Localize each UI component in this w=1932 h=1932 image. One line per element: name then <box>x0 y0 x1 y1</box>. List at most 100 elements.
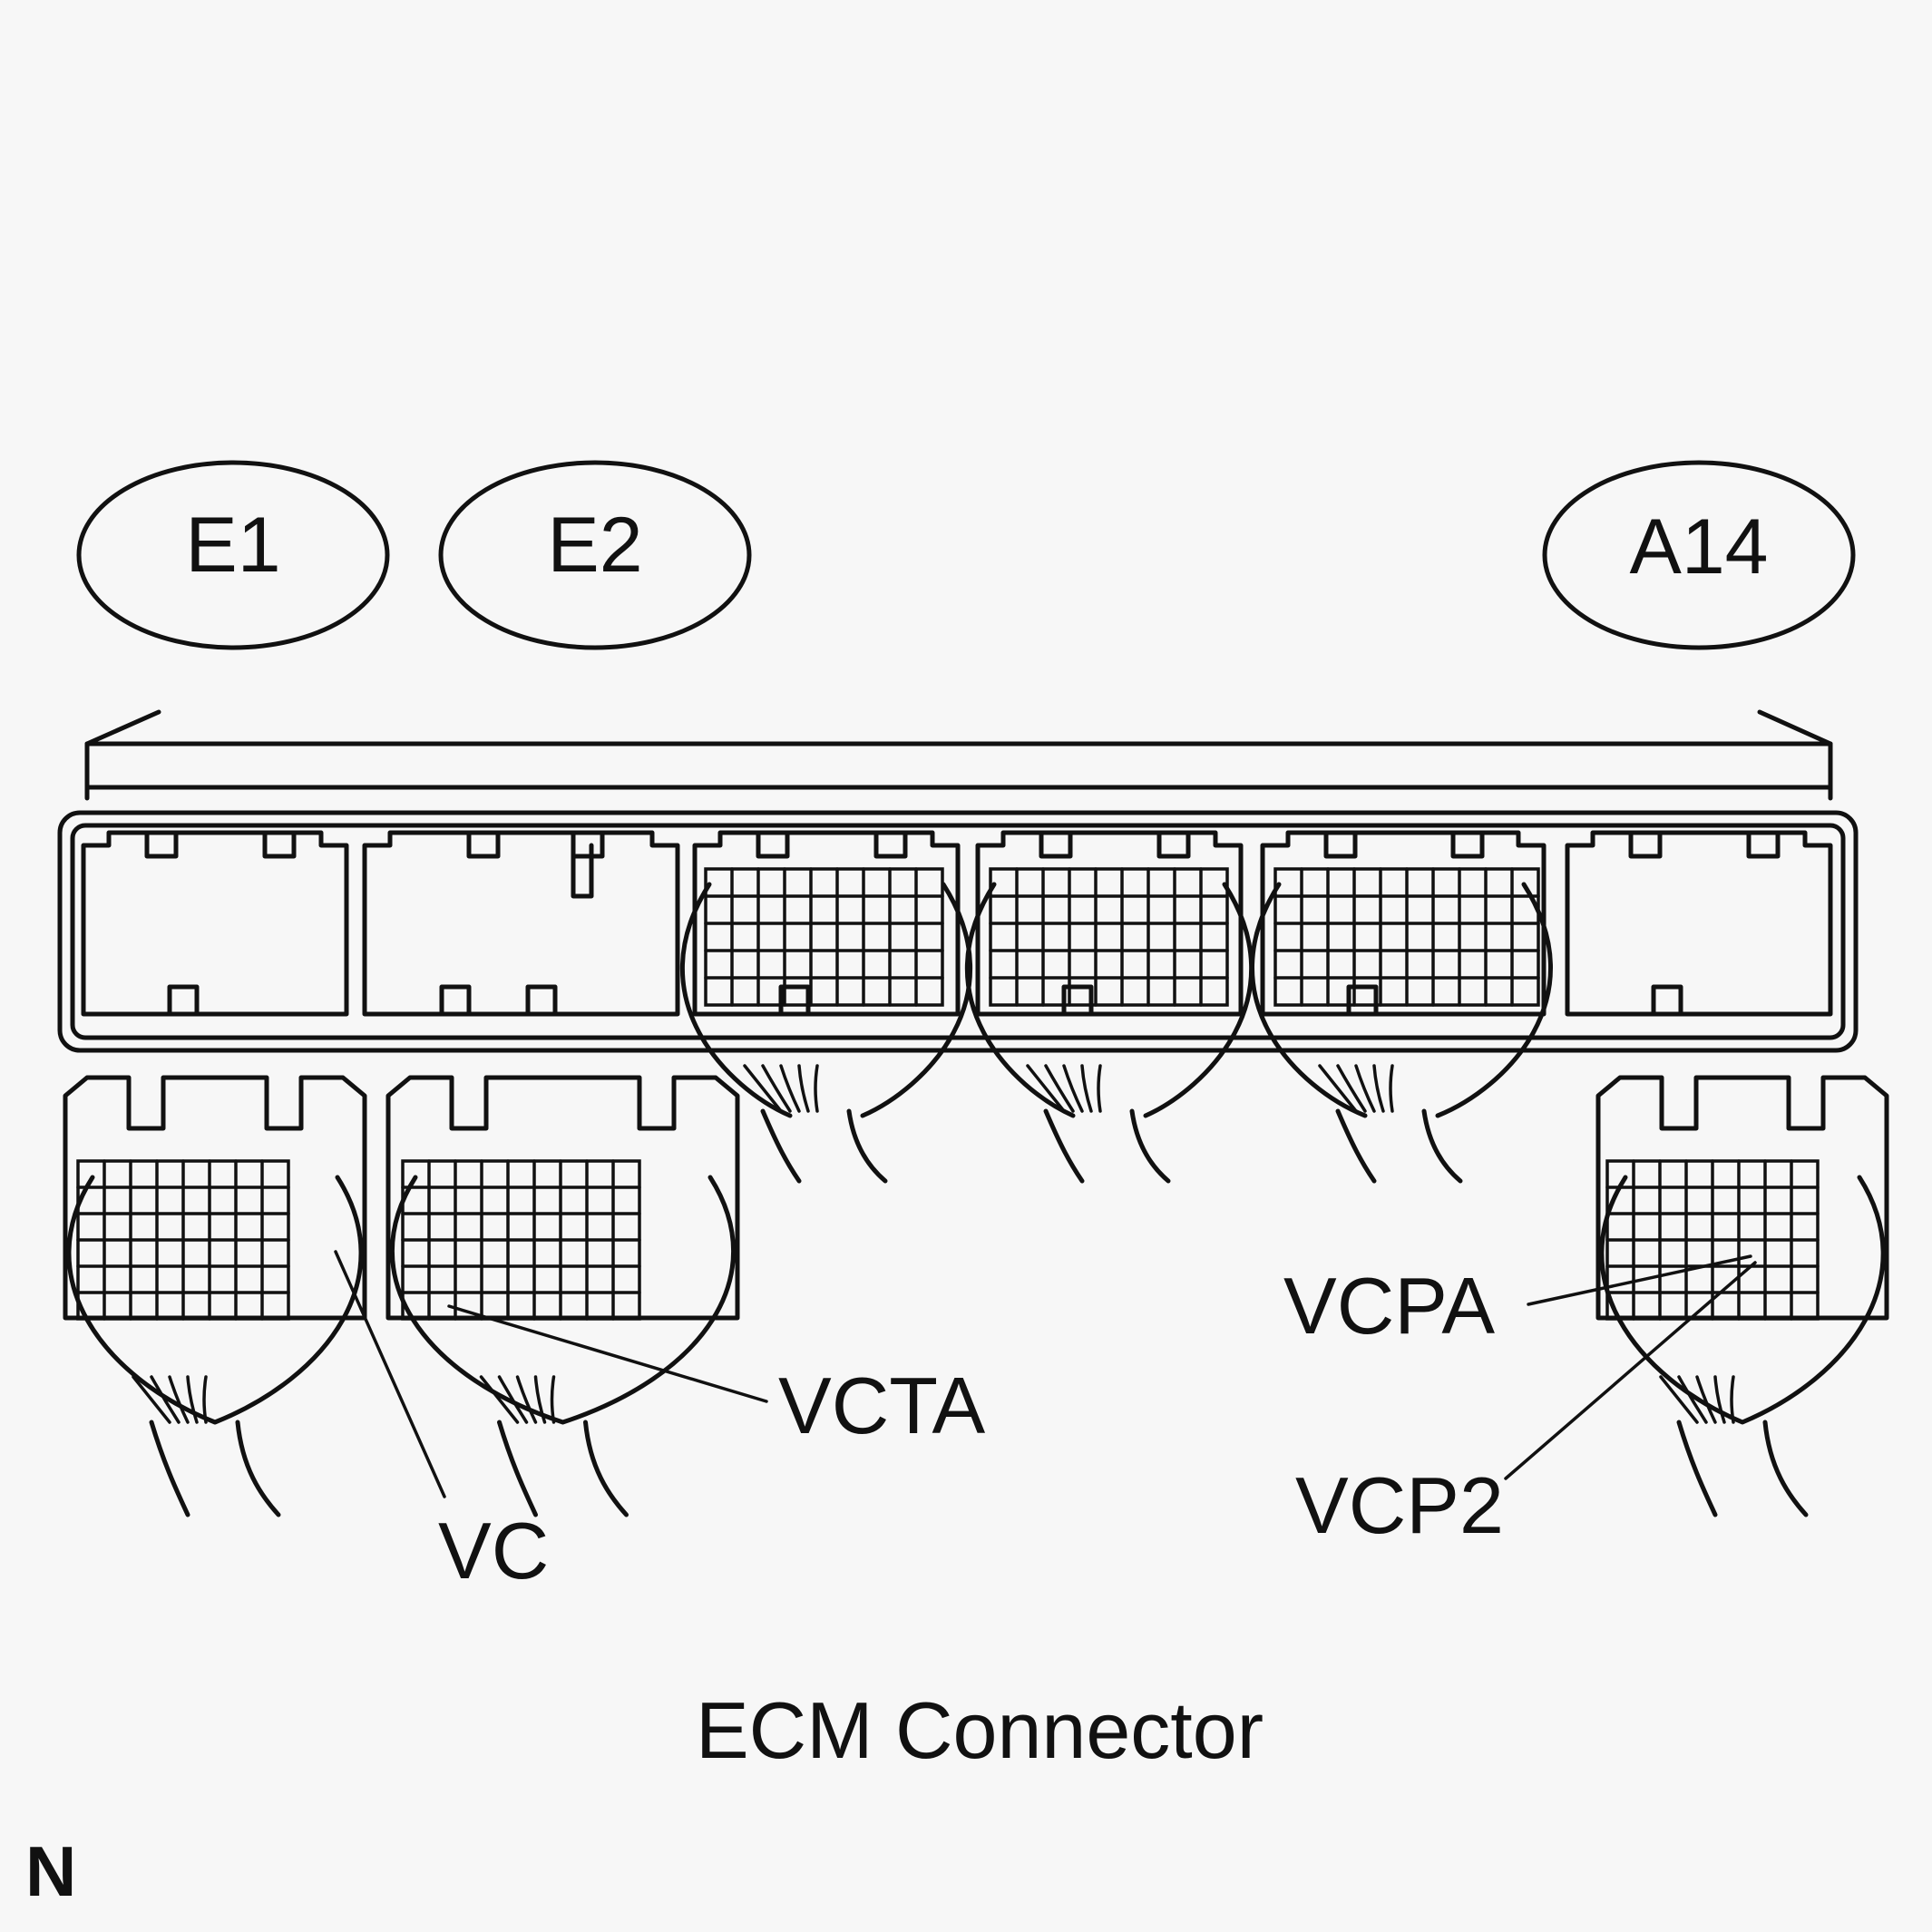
harness-wire <box>1044 1064 1075 1113</box>
harness-wire <box>497 1420 538 1517</box>
connector-id-e1: E1 <box>76 460 390 650</box>
terminal-grid <box>76 1159 290 1321</box>
harness-wire <box>814 1064 819 1113</box>
terminal-grid-frame <box>704 867 944 1007</box>
connector-id-a14-label: A14 <box>1629 503 1768 590</box>
harness-plug-a14 <box>1595 1075 1889 1517</box>
harness-wire <box>1730 1375 1735 1424</box>
header-socket-outline <box>81 830 349 1017</box>
harness-wire <box>132 1375 171 1424</box>
harness-wire <box>202 1375 208 1424</box>
socket-key <box>1061 984 1094 1017</box>
harness-wire <box>1336 1064 1367 1113</box>
leader-vcpa <box>1527 1254 1752 1306</box>
terminal-grid <box>989 867 1229 1007</box>
terminal-grid <box>704 867 944 1007</box>
socket-key <box>1346 984 1379 1017</box>
socket-key <box>756 830 790 859</box>
plug-body <box>1595 1075 1889 1321</box>
socket-key <box>1039 830 1073 859</box>
harness-wire <box>1026 1064 1066 1113</box>
harness-wire <box>1354 1064 1376 1113</box>
harness-plug-e2 <box>385 1075 740 1517</box>
harness-wire <box>497 1375 529 1424</box>
socket-key <box>1323 830 1358 859</box>
socket-key <box>1651 984 1683 1017</box>
plug-lever <box>964 882 1254 1118</box>
harness-wire <box>779 1064 801 1113</box>
pin-label-vcta: VCTA <box>778 1361 985 1450</box>
connector-id-e2-label: E2 <box>547 502 642 589</box>
corner-mark: N <box>25 1831 76 1911</box>
plug-lever <box>1599 1175 1886 1425</box>
pin-label-vcp2: VCP2 <box>1295 1460 1504 1550</box>
socket-key <box>1628 830 1663 859</box>
harness-wire <box>761 1064 792 1113</box>
harness-wire <box>1080 1064 1093 1113</box>
harness-wire <box>1318 1064 1358 1113</box>
harness-wire <box>550 1375 556 1424</box>
connector-id-a14: A14 <box>1542 460 1856 650</box>
harness-wire <box>168 1375 190 1424</box>
pin-label-vcpa: VCPA <box>1283 1261 1495 1351</box>
leader-lines <box>334 1250 1757 1498</box>
socket-key <box>873 830 908 859</box>
connector-id-e2: E2 <box>438 460 752 650</box>
leader-vcta <box>447 1304 768 1403</box>
plug-lever <box>389 1175 737 1425</box>
harness-wire <box>1713 1375 1726 1424</box>
harness-wire <box>583 1420 629 1517</box>
header-socket-outline <box>975 830 1244 1017</box>
terminal-grid <box>401 1159 641 1321</box>
terminal-grid <box>1273 867 1540 1007</box>
harness-wire <box>1676 1420 1718 1517</box>
harness-wire <box>1659 1375 1699 1424</box>
socket-key <box>439 984 472 1017</box>
socket-key <box>466 830 501 859</box>
plug-lever <box>66 1175 364 1425</box>
harness-wire <box>1097 1064 1102 1113</box>
harness-wire <box>1043 1108 1085 1184</box>
socket-key <box>525 984 558 1017</box>
harness-wire <box>1695 1375 1717 1424</box>
plug-lever <box>1250 882 1553 1118</box>
leader-vcp2 <box>1504 1261 1757 1480</box>
harness-wire <box>797 1064 810 1113</box>
header-socket-outline <box>362 830 680 1017</box>
terminal-grid-frame <box>989 867 1229 1007</box>
socket-key <box>1450 830 1485 859</box>
plug-body <box>385 1075 740 1321</box>
header-socket-outline <box>1565 830 1833 1017</box>
harness-wire <box>743 1064 783 1113</box>
socket-key <box>571 843 594 899</box>
harness-wire <box>533 1375 547 1424</box>
harness-wire <box>515 1375 538 1424</box>
harness-plug-e1 <box>63 1075 367 1517</box>
socket-key <box>1156 830 1191 859</box>
header-socket-outline <box>1260 830 1547 1017</box>
harness-wire <box>1421 1108 1463 1184</box>
leader-vc <box>334 1250 446 1498</box>
harness-wire <box>1762 1420 1809 1517</box>
harness-wire <box>1389 1064 1394 1113</box>
ecm-header-sockets <box>81 830 1833 1017</box>
harness-wire <box>186 1375 199 1424</box>
diagram-caption: ECM Connector <box>696 1685 1264 1775</box>
header-socket-outline <box>692 830 961 1017</box>
harness-wire <box>1129 1108 1171 1184</box>
harness-wire <box>1372 1064 1385 1113</box>
harness-wire <box>1335 1108 1377 1184</box>
socket-key <box>144 830 179 859</box>
socket-key <box>778 984 811 1017</box>
pin-label-vc: VC <box>438 1506 549 1595</box>
harness-wires-middle <box>679 882 1553 1184</box>
plug-lever <box>679 882 973 1118</box>
harness-wire <box>149 1420 190 1517</box>
connector-id-e1-label: E1 <box>185 502 280 589</box>
plug-body <box>63 1075 367 1321</box>
socket-key <box>1746 830 1781 859</box>
socket-key <box>262 830 297 859</box>
harness-wire <box>479 1375 520 1424</box>
harness-wire <box>235 1420 281 1517</box>
harness-wire <box>1677 1375 1708 1424</box>
